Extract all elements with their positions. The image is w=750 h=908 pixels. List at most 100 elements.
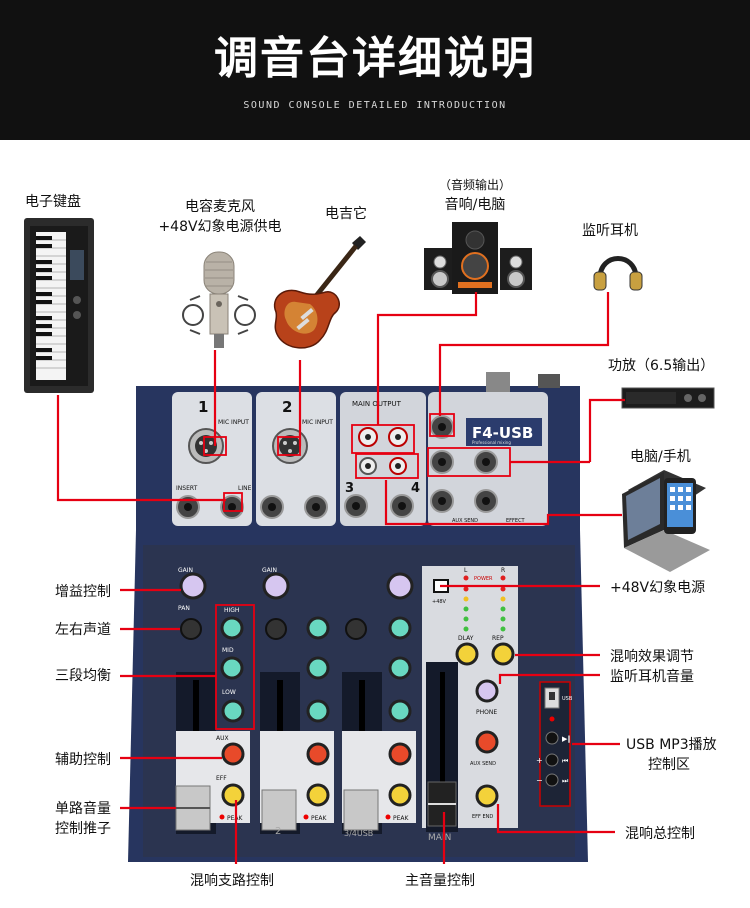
output-jack-panel: F4-USB Professional mixing AUX SEND EFFE… [430,415,542,524]
svg-text:▶‖: ▶‖ [562,735,571,743]
fader-label-1: 单路音量 [55,801,111,817]
ch1-gain-knob [179,572,207,600]
svg-text:⏭: ⏭ [562,777,569,785]
rep-text: REP [492,635,504,642]
ch2-gain-text: GAIN [262,567,277,574]
headphones-image [593,256,643,291]
dlay-text: DLAY [458,635,474,642]
phone-knob [475,679,499,703]
ch2-eff-knob [306,783,330,807]
aux-label: 辅助控制 [55,752,111,768]
laptop-phone-image [622,470,710,572]
ch1-eff-knob [221,783,245,807]
ch34-fader-knob [343,789,379,831]
ch34-gain-knob [386,572,414,600]
model-subtitle: Professional mixing [472,440,511,445]
main-fader-text: MAIN [428,833,451,843]
channel-strip-3-4: PEAK 3/4USB [342,572,416,838]
ch1-mic-input-text: MIC INPUT [218,419,249,426]
computer-label: 电脑/手机 [630,449,691,465]
ch1-pan-knob [180,618,202,640]
microphone-image [182,251,256,348]
ch1-mid-knob [220,656,244,680]
power-text: POWER [474,576,493,582]
aux-send-text: AUX SEND [452,518,478,524]
eq-label: 三段均衡 [55,668,111,684]
ch4-number: 4 [411,481,420,496]
ch1-insert-text: INSERT [176,485,198,492]
level-meter-leds [463,575,506,632]
channel-strip-2: GAIN PEAK 2 [260,567,334,837]
usb-area-label-2: 控制区 [648,757,690,773]
phantom-label: +48V幻象电源 [610,580,706,596]
ch2-fader-knob [261,789,297,831]
ch1-aux-text: AUX [216,735,229,742]
eff-end-knob [475,784,499,808]
ch1-eff-text: EFF [216,775,227,782]
ch34-mid-knob [388,656,412,680]
ch34-low-knob [388,699,412,723]
leader-lines [56,292,625,864]
speaker-note-label: （音频输出） [438,178,511,192]
ch1-low-knob [221,699,245,723]
usb-power-led [549,716,555,722]
ch2-low-knob [306,699,330,723]
page-header: 调音台详细说明 SOUND CONSOLE DETAILED INTRODUCT… [0,0,750,140]
pan-label: 左右声道 [55,622,111,638]
ch3-number: 3 [345,481,354,496]
fader-label-2: 控制推子 [55,821,111,837]
guitar-label: 电吉它 [325,206,367,222]
ch2-pan-knob [265,618,287,640]
ch34-peak-text: PEAK [393,815,410,822]
page-subtitle: SOUND CONSOLE DETAILED INTRODUCTION [243,100,507,111]
channel-strip-1: GAIN PAN HIGH MID LOW AUX EFF PEAK [175,567,250,834]
speaker-label: 音响/电脑 [444,197,506,213]
mic-phantom-label: +48V幻象电源供电 [158,219,282,235]
main-volume-label: 主音量控制 [405,873,475,889]
meter-l-text: L [464,567,468,574]
reverb-label: 混响效果调节 [610,649,694,665]
model-name: F4-USB [472,424,533,442]
page-title: 调音台详细说明 [214,33,536,84]
eff-send-label: 混响支路控制 [190,873,274,889]
usb-text: USB [562,696,573,702]
gain-label: 增益控制 [55,584,111,600]
amplifier-label: 功放（6.5输出） [608,358,715,374]
speaker-image [424,222,532,294]
eff-end-knob-text: EFF END [472,814,493,820]
ch34-strip-label: 3/4USB [344,829,373,838]
ch34-eff-knob [388,783,412,807]
svg-text:+: + [536,756,543,765]
svg-text:−: − [536,776,543,785]
ch2-peak-text: PEAK [311,815,328,822]
ch2-mid-knob [306,656,330,680]
phantom-switch-text: +48V [432,599,447,605]
usb-prev-button [545,753,559,767]
ch1-low-text: LOW [222,689,236,696]
ch2-gain-knob [262,572,290,600]
ch1-number: 1 [198,398,208,416]
aux-send-knob-text: AUX SEND [470,761,496,767]
keyboard-image [24,218,94,393]
usb-player-section: USB ▶‖ ⏮ ⏭ + − [536,681,573,807]
ch2-high-knob [306,616,330,640]
ch1-gain-text: GAIN [178,567,193,574]
effect-text: EFFECT [506,518,526,524]
ch2-mic-input-text: MIC INPUT [302,419,333,426]
ch34-aux-knob [388,742,412,766]
usb-area-label-1: USB MP3播放 [626,737,717,753]
ch1-pan-text: PAN [178,605,190,612]
ch34-pan-knob [345,618,367,640]
meter-r-text: R [501,567,505,574]
ch1-line-text: LINE [238,485,252,492]
master-section: +48V POWER L R DLAY REP PHONE AUX SEND E… [422,566,518,843]
ch2-number: 2 [282,398,292,416]
ch1-aux-knob [221,742,245,766]
guitar-image [273,236,366,349]
dlay-knob [455,642,479,666]
svg-text:⏮: ⏮ [562,757,568,765]
phone-text: PHONE [476,709,497,716]
keyboard-label: 电子键盘 [25,194,81,210]
usb-play-button [545,731,559,745]
